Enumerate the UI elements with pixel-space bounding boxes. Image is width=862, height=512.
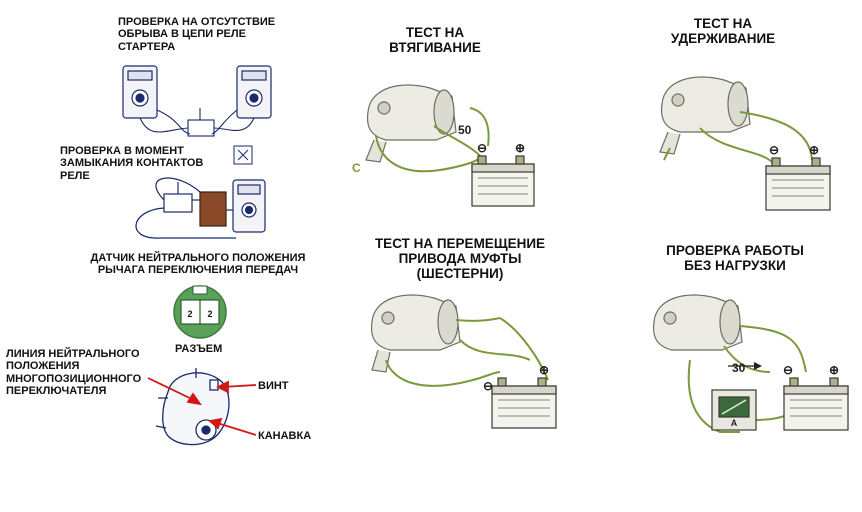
connector-pin-left: 2 (187, 309, 192, 319)
clutch-move-test-title: ТЕСТ НА ПЕРЕМЕЩЕНИЕ ПРИВОДА МУФТЫ (ШЕСТЕ… (374, 236, 546, 282)
relay-open-check-label: ПРОВЕРКА НА ОТСУТСТВИЕ ОБРЫВА В ЦЕПИ РЕЛ… (118, 16, 276, 53)
multimeter-left (122, 65, 158, 119)
svg-text:⊕: ⊕ (515, 141, 525, 155)
svg-text:⊕: ⊕ (829, 363, 839, 377)
svg-text:⊕: ⊕ (809, 143, 819, 157)
relay-small-box (233, 145, 253, 165)
terminal-c-label: C (352, 161, 361, 175)
neutral-line-label: ЛИНИЯ НЕЙТРАЛЬНОГО ПОЛОЖЕНИЯ МНОГОПОЗИЦИ… (6, 348, 142, 397)
hold-test-title: ТЕСТ НА УДЕРЖИВАНИЕ (670, 16, 776, 47)
neutral-sensor-label: ДАТЧИК НЕЙТРАЛЬНОГО ПОЛОЖЕНИЯ РЫЧАГА ПЕР… (90, 252, 306, 277)
connector-pin-right: 2 (207, 309, 212, 319)
terminal-30-label: 30 (732, 361, 746, 375)
svg-text:⊖: ⊖ (483, 379, 493, 393)
groove-label: КАНАВКА (258, 430, 312, 442)
relay-block-top (139, 108, 255, 137)
multimeter-right (236, 65, 272, 119)
svg-text:⊕: ⊕ (539, 363, 549, 377)
screw-label: ВИНТ (258, 380, 289, 392)
pull-in-test-title: ТЕСТ НА ВТЯГИВАНИЕ (389, 25, 481, 56)
terminal-50-label: 50 (458, 123, 472, 137)
svg-text:⊖: ⊖ (477, 141, 487, 155)
ammeter-label: A (731, 418, 738, 428)
svg-text:⊖: ⊖ (769, 143, 779, 157)
relay-contact-check-label: ПРОВЕРКА В МОМЕНТ ЗАМЫКАНИЯ КОНТАКТОВ РЕ… (60, 145, 204, 182)
no-load-test-title: ПРОВЕРКА РАБОТЫ БЕЗ НАГРУЗКИ (666, 243, 804, 274)
connector-label: РАЗЪЕМ (175, 343, 223, 355)
svg-text:⊖: ⊖ (783, 363, 793, 377)
